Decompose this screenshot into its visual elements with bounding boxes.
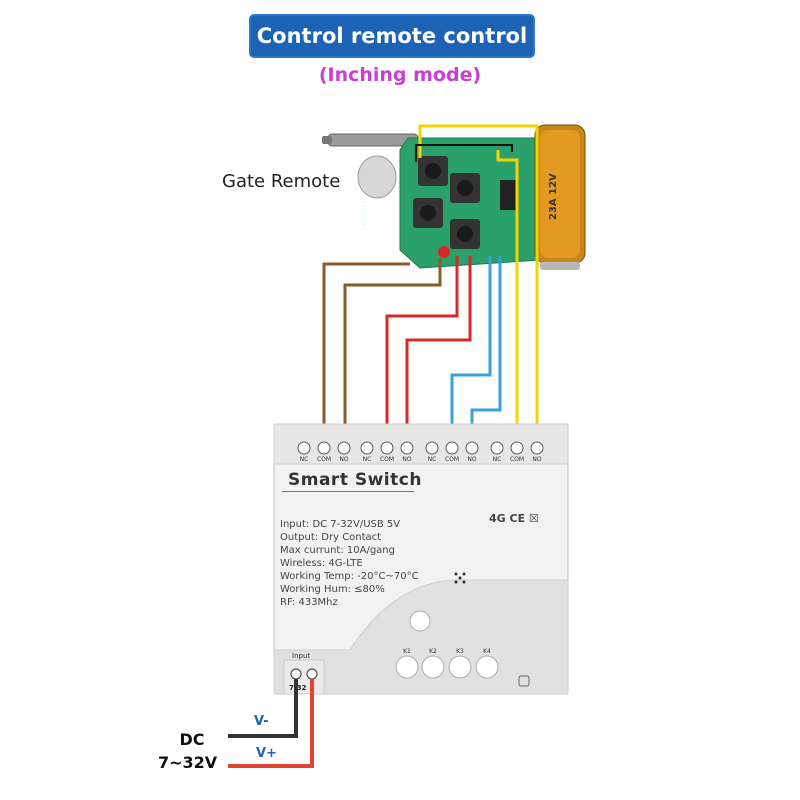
spec-current: Max currunt: 10A/gang	[280, 545, 395, 556]
terminal-label: NC	[492, 456, 502, 463]
terminal-label: COM	[316, 456, 332, 463]
device-title-underline	[282, 491, 414, 492]
wire-brown-1	[322, 262, 410, 450]
terminal-label: NC	[362, 456, 372, 463]
usb-port-icon	[518, 675, 530, 687]
pair-button[interactable]	[409, 610, 431, 632]
k1-label: K1	[403, 648, 411, 655]
input-voltage-label: 7-32	[289, 684, 307, 692]
spec-temp: Working Temp: -20°C~70°C	[280, 571, 419, 582]
voltage-label: 7~32V	[158, 753, 218, 772]
v-minus-label: V-	[254, 714, 269, 729]
wire-brown-2	[343, 258, 442, 450]
k3-button[interactable]	[448, 655, 472, 679]
wires	[322, 124, 539, 450]
wire-black-link	[415, 144, 513, 162]
k3-label: K3	[456, 648, 464, 655]
spec-input: Input: DC 7-32V/USB 5V	[280, 519, 401, 530]
terminal-label: COM	[444, 456, 460, 463]
spec-rf: RF: 433Mhz	[280, 597, 338, 608]
spec-wireless: Wireless: 4G-LTE	[280, 558, 363, 569]
input-label: Input	[292, 652, 311, 660]
battery-text: 23A 12V	[548, 173, 559, 220]
wire-red-2	[405, 256, 472, 450]
page-title: Control remote control	[249, 14, 535, 58]
terminal-label: NO	[339, 456, 349, 463]
terminal-label: NO	[467, 456, 477, 463]
power-wire-negative	[228, 679, 298, 738]
smart-switch-device	[273, 423, 569, 695]
cert-marks: 4G CE ☒	[489, 512, 539, 525]
terminal-label: COM	[509, 456, 525, 463]
spec-output: Output: Dry Contact	[280, 532, 382, 543]
k2-label: K2	[429, 648, 437, 655]
speaker-grille	[454, 572, 466, 584]
gate-remote-board	[322, 124, 586, 270]
device-title: Smart Switch	[288, 470, 422, 490]
gate-remote-label: Gate Remote	[222, 171, 341, 192]
dc-label: DC	[179, 730, 205, 749]
k4-label: K4	[483, 648, 491, 655]
k2-button[interactable]	[421, 655, 445, 679]
terminal-label: NC	[427, 456, 437, 463]
wire-blue-1	[450, 256, 492, 450]
terminal-label: COM	[379, 456, 395, 463]
power-wire-positive	[228, 679, 314, 768]
wire-yellow-1	[496, 150, 519, 450]
wire-red-1	[385, 256, 459, 450]
v-plus-label: V+	[256, 746, 277, 761]
terminal-block	[297, 441, 544, 455]
spec-hum: Working Hum: ≤80%	[280, 584, 385, 595]
device-specs: Input: DC 7-32V/USB 5V Output: Dry Conta…	[280, 518, 419, 609]
wire-blue-2	[470, 256, 502, 450]
k1-button[interactable]	[395, 655, 419, 679]
k4-button[interactable]	[475, 655, 499, 679]
wire-yellow-2	[418, 124, 539, 450]
remote-model-text: MX-804	[360, 199, 369, 230]
mode-subtitle: (Inching mode)	[318, 64, 482, 86]
terminal-label: NC	[299, 456, 309, 463]
terminal-label: NO	[532, 456, 542, 463]
terminal-label: NO	[402, 456, 412, 463]
